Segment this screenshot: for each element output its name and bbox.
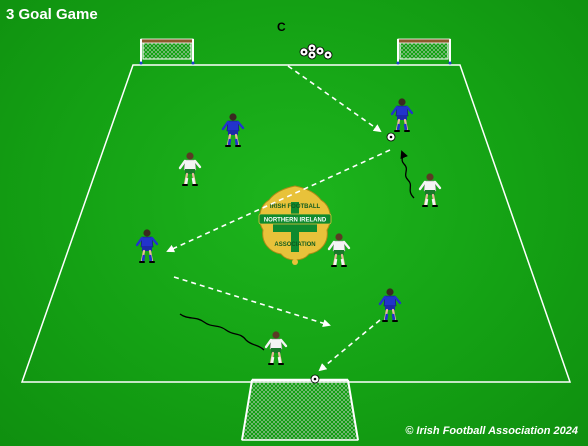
player-blue-top-left [221, 112, 245, 148]
movement-path-right [400, 150, 415, 199]
player-white-center [327, 232, 351, 268]
coach-label: C [277, 20, 286, 34]
pass-arrow-coach-to-right [287, 65, 382, 133]
goal-top-left [139, 38, 195, 65]
pass-arrows [166, 65, 391, 372]
goal-top-right [396, 38, 452, 65]
crest-top-text: IRISH FOOTBALL [270, 204, 321, 210]
player-white-right [418, 172, 442, 208]
ball [310, 374, 320, 384]
pass-arrow-right-to-left [166, 149, 391, 253]
ball [386, 132, 396, 142]
ball-pile [299, 43, 333, 60]
page-title: 3 Goal Game [6, 6, 98, 23]
player-blue-top-right [390, 97, 414, 133]
pitch-boundary [20, 64, 572, 383]
association-crest: IRISH FOOTBALL NORTHERN IRELAND ASSOCIAT… [258, 185, 332, 265]
movement-path-bottom [179, 313, 265, 351]
goal-bottom [241, 378, 359, 441]
crest-banner-text: NORTHERN IRELAND [264, 218, 327, 224]
pass-arrow-blue-to-goal [318, 319, 381, 372]
crest-bottom-text: ASSOCIATION [274, 242, 315, 248]
player-white-bottom [264, 330, 288, 366]
player-white-top-left [178, 151, 202, 187]
pass-arrow-left-to-center [173, 276, 331, 328]
copyright-notice: © Irish Football Association 2024 [405, 425, 578, 437]
player-blue-left [135, 228, 159, 264]
player-blue-bottom-right [378, 287, 402, 323]
